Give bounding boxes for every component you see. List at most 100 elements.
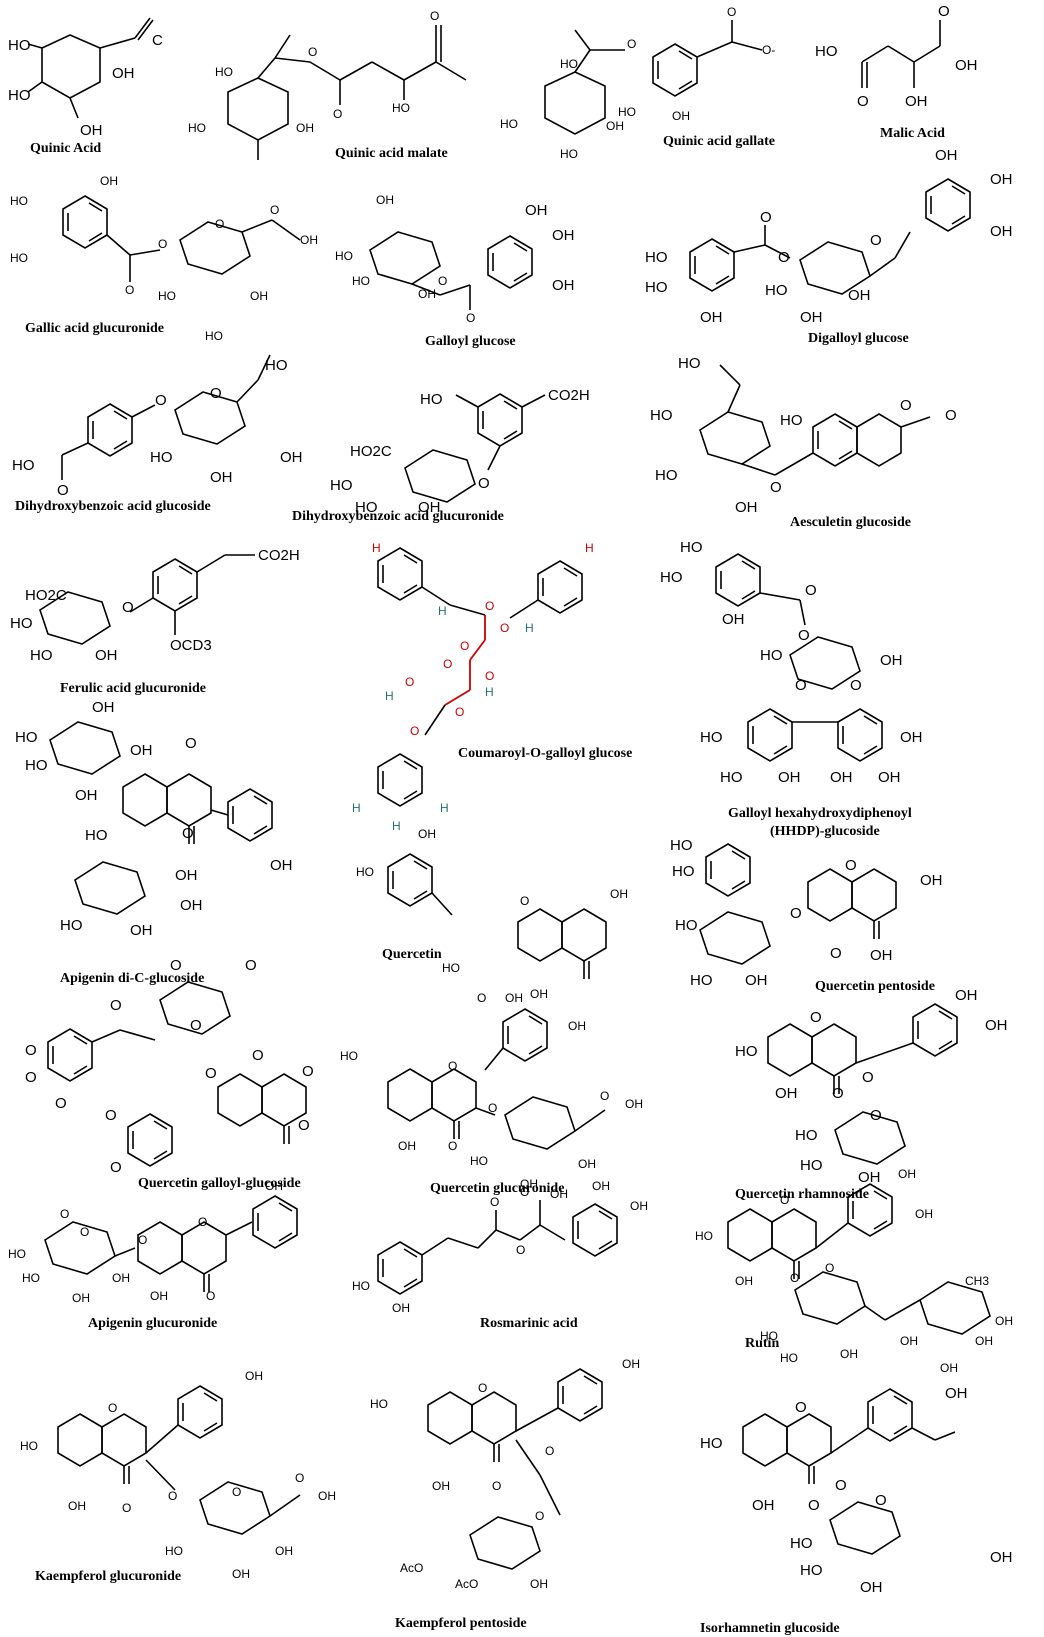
label-oh: OH [840,1347,858,1361]
label-o: O [308,45,317,59]
label-ho: HO [700,729,723,746]
label-oh: OH [920,872,943,889]
caption-quinic-acid: Quinic Acid [30,141,101,156]
label-oh: OH [945,1385,968,1402]
label-o: O [500,621,509,635]
label-oh: OH [955,57,978,74]
label-oh: OH [275,1544,293,1558]
label-o: O [170,957,182,974]
label-o: O [182,825,194,842]
structure-quercetin-pentoside: HO HO O OH O O OH HO HO OH [670,837,943,989]
structure-apigenin-glucuronide: OH O HO O O O HO OH OH OH O [8,1179,298,1305]
structure-ferulic-acid-glucuronide: CO2H HO2C HO HO OH O OCD3 [10,547,300,664]
label-ho: HO [815,43,838,60]
label-ho: HO [356,865,374,879]
label-ho: HO [8,87,31,104]
label-ho: HO [735,1043,758,1060]
label-oh: OH [915,1207,933,1221]
label-o: O [945,407,957,424]
label-oh: OH [150,1289,168,1303]
label-oh: OH [550,1187,568,1201]
label-oh: OH [745,972,768,989]
label-h: H [352,801,361,815]
label-o: O [210,385,222,402]
caption-dihydroxybenzoic-acid-glucoside: Dihydroxybenzoic acid glucoside [15,499,211,514]
label-oh: OH [880,652,903,669]
label-oh: OH [775,1085,798,1102]
label-oh: OH [270,857,293,874]
label-ho: HO [8,1247,26,1261]
label-o: O [478,1381,487,1395]
caption-apigenin-glucuronide: Apigenin glucuronide [88,1316,217,1331]
label-o: O [108,1401,117,1415]
label-oh: OH [700,309,723,326]
label-oh: OH [300,233,318,247]
label-o: O [478,475,490,492]
label-o: O [298,1117,310,1134]
label-ho: HO [780,412,803,429]
label-o: O [455,705,464,719]
label-ho: HO [675,917,698,934]
label-ho: HO [30,647,53,664]
label-o: O [430,9,439,23]
label-o: O [448,1059,457,1073]
label-oh: OH [940,1361,958,1375]
label-oh: OH [530,1577,548,1591]
label-oh: OH [860,1579,883,1596]
label-ho: HO [392,101,410,115]
label-o: O [215,217,224,231]
caption-digalloyl-glucose: Digalloyl glucose [808,331,909,346]
label-o: O [875,1492,887,1509]
label-ho: HO [660,569,683,586]
label-oh: OH [180,897,203,914]
label-ho: HO [645,279,668,296]
label-o: O [443,657,452,671]
label-ho: HO [760,1329,778,1343]
label-h: H [438,604,447,618]
label-ho: HO [150,449,173,466]
label-o: O [862,1069,874,1086]
label-o: O [410,724,419,738]
label-oh: OH [245,1369,263,1383]
structure-quinic-acid-gallate: O O O- HO OH HO OH HO HO [500,5,775,161]
label-o: O [438,274,447,288]
label-oh: OH [520,1177,538,1191]
caption-ferulic-acid-glucuronide: Ferulic acid glucuronide [60,681,206,696]
label-h: H [372,541,381,555]
label-o: O [60,1207,69,1221]
label-h: H [525,621,534,635]
structure-dihydroxybenzoic-acid-glucuronide: HO CO2H HO2C HO HO OH O [330,387,590,516]
label-o: O [295,1471,304,1485]
label-oh: OH [722,611,745,628]
label-ho: HO [560,57,578,71]
label-oh: OH [625,1097,643,1111]
label-oh: OH [995,1314,1013,1328]
label-ho: HO [680,539,703,556]
label-ho: HO [205,329,223,343]
label-oh: OH [552,227,575,244]
label-oh: OH [592,1179,610,1193]
label-ho: HO [10,194,28,208]
label-o: O [405,675,414,689]
label-ho: HO [60,917,83,934]
label-oh: OH [530,987,548,1001]
label-o: O [270,203,279,217]
label-ho: HO [780,1351,798,1365]
label-o: O [198,1215,207,1229]
label-o: O [850,677,862,694]
label-o: O [448,1139,457,1153]
label-h: H [392,819,401,833]
label-oh: OH [985,1017,1008,1034]
label-ho: HO [672,863,695,880]
label-oh: OH [175,867,198,884]
label-oh: OH [505,991,523,1005]
structure-digalloyl-glucose: HO HO OH O O HO OH OH O OH OH OH [645,147,1013,326]
label-oh: OH [735,499,758,516]
caption-galloyl-hhdp-glucoside-line2: (HHDP)-glucoside [770,824,880,839]
caption-quercetin-glucuronide: Quercetin glucuronide [430,1181,564,1196]
label-oh: OH [848,287,871,304]
label-o: O [232,1485,241,1499]
structure-aesculetin-glucoside: HO HO HO OH O HO O O [650,355,957,516]
label-ocd3: OCD3 [170,637,212,654]
label-ho: HO [695,1229,713,1243]
